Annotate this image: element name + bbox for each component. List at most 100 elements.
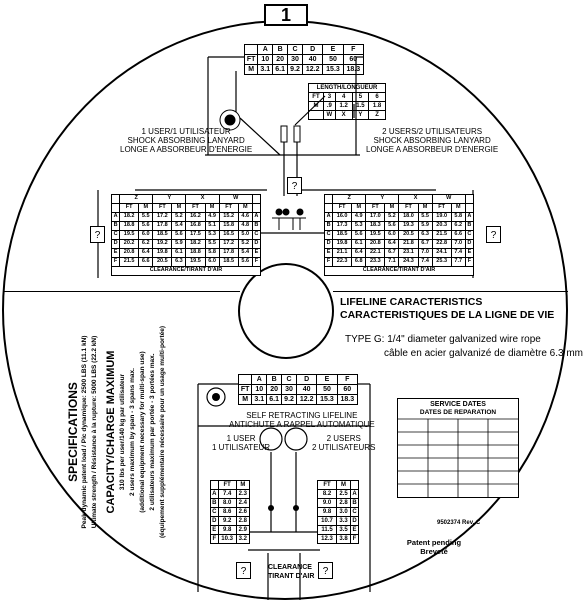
service-dates-box: SERVICE DATES DATES DE REPARATION xyxy=(397,398,519,498)
table-cell: 24.3 xyxy=(398,257,419,267)
table-cell: Z xyxy=(332,194,367,204)
table-cell: 5.2 xyxy=(384,212,400,222)
table-cell: 5.4 xyxy=(171,221,187,231)
table-cell: FT xyxy=(365,203,386,213)
disc-divider-right xyxy=(333,291,568,292)
table-cell: C xyxy=(281,374,297,385)
table-cell: M xyxy=(351,203,367,213)
table-cell: 5.6 xyxy=(351,230,367,240)
table-cell: E xyxy=(323,248,334,258)
table-cell: 5.2 xyxy=(237,239,253,249)
table-cell: 6.4 xyxy=(384,239,400,249)
table-cell: B xyxy=(251,221,262,231)
table-cell: 5.6 xyxy=(138,221,154,231)
table-cell: 3.8 xyxy=(336,534,351,544)
table-cell: 6.8 xyxy=(351,257,367,267)
table-cell: 17.2 xyxy=(218,239,239,249)
table-cell: 6.6 xyxy=(450,230,466,240)
table-cell: D xyxy=(349,516,360,526)
table-row: CLEARANCE/TIRANT D'AIR xyxy=(111,266,261,276)
table-cell: Z xyxy=(119,194,154,204)
table-cell: D xyxy=(110,239,121,249)
table-cell: 18.5 xyxy=(332,230,353,240)
table-cell: 5.3 xyxy=(204,230,220,240)
question-box-center: ? xyxy=(287,177,302,194)
table-cell: E xyxy=(349,525,360,535)
page-number: 1 xyxy=(264,4,308,26)
table-cell: D xyxy=(295,374,318,385)
table-cell: D xyxy=(323,239,334,249)
center-hole xyxy=(238,263,334,359)
specifications-block: SPECIFICATIONS Peak dynamic patent load … xyxy=(66,325,166,539)
table-cell: 20.5 xyxy=(152,257,173,267)
table-cell: 5.3 xyxy=(351,221,367,231)
table-cell: X xyxy=(398,194,433,204)
table-cell xyxy=(210,480,219,490)
table-cell: M xyxy=(235,480,251,490)
table-cell: CLEARANCE/TIRANT D'AIR xyxy=(324,266,474,276)
disc-divider xyxy=(4,291,240,292)
table-cell: 18.3 xyxy=(365,221,386,231)
bottom-two-users-label: 2 USERS 2 UTILISATEURS xyxy=(312,434,376,452)
table-cell: 6.1 xyxy=(266,394,283,405)
two-users-label: 2 USERS/2 UTILISATEURS SHOCK ABSORBING L… xyxy=(366,127,499,154)
table-cell: 4.9 xyxy=(204,212,220,222)
table-cell: 5.1 xyxy=(204,221,220,231)
table-cell: 18.3 xyxy=(336,394,359,405)
table-cell: W xyxy=(218,194,253,204)
table-cell: E xyxy=(464,248,475,258)
table-cell: 16.2 xyxy=(185,212,206,222)
table-cell: 7.0 xyxy=(417,248,433,258)
table-cell: 18.5 xyxy=(152,230,173,240)
table-cell: 9.8 xyxy=(317,507,337,517)
table-cell: 12.3 xyxy=(317,534,337,544)
table-cell: 18.2 xyxy=(119,212,140,222)
table-cell: 6.7 xyxy=(384,248,400,258)
table-cell: 20.5 xyxy=(398,230,419,240)
bottom-clearance-label: CLEARANCE TIRANT D'AIR xyxy=(268,564,315,580)
table-cell: FT xyxy=(317,480,337,490)
table-cell: B xyxy=(210,498,219,508)
table-cell: 21.1 xyxy=(332,248,353,258)
table-cell: 12.2 xyxy=(295,394,318,405)
table-cell: M xyxy=(237,203,253,213)
table-cell xyxy=(308,110,324,120)
table-cell: 9.2 xyxy=(281,394,297,405)
table-cell: FT xyxy=(185,203,206,213)
table-cell: 3.1 xyxy=(251,394,268,405)
table-cell: 20.8 xyxy=(119,248,140,258)
table-cell: 20.8 xyxy=(365,239,386,249)
table-cell: 5.5 xyxy=(417,212,433,222)
table-cell: 5.8 xyxy=(450,212,466,222)
table-cell: FT xyxy=(152,203,173,213)
bottom-one-user-label: 1 USER 1 UTILISATEUR xyxy=(212,434,271,452)
table-cell: 10.3 xyxy=(217,534,237,544)
table-cell: A xyxy=(323,212,334,222)
table-cell: 17.0 xyxy=(365,212,386,222)
table-cell: 3.5 xyxy=(336,525,351,535)
table-cell: 5.8 xyxy=(204,248,220,258)
table-cell: 30 xyxy=(281,384,297,395)
table-cell: A xyxy=(464,212,475,222)
table-cell: 2.8 xyxy=(336,498,351,508)
table-cell: Z xyxy=(368,110,386,120)
table-cell: C xyxy=(210,507,219,517)
table-cell xyxy=(464,203,475,213)
table-cell: B xyxy=(464,221,475,231)
